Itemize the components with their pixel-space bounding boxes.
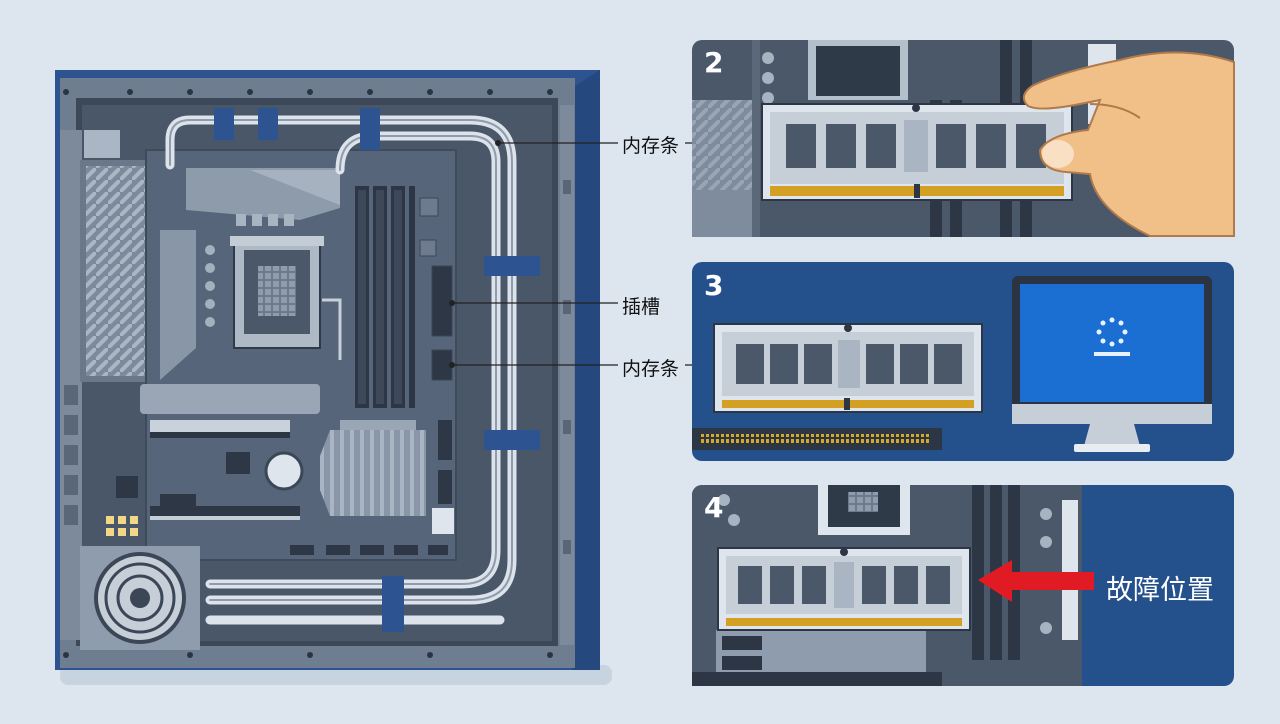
dimm-slots	[355, 186, 415, 408]
chipset-heatsink	[320, 420, 426, 516]
step-panel-2	[692, 40, 1235, 237]
panel-4-number: 4	[704, 491, 724, 524]
panel-2-number: 2	[704, 46, 724, 79]
pc-case	[55, 70, 612, 685]
memory-stick-panel-3	[713, 323, 983, 413]
monitor	[1012, 276, 1212, 452]
panel-3-number: 3	[704, 269, 724, 302]
step-panel-4	[692, 485, 1234, 686]
label-memory-stick-2: 内存条	[622, 358, 680, 380]
cpu-socket	[230, 236, 342, 360]
fault-location-label: 故障位置	[1106, 575, 1214, 606]
memory-stick-panel-2	[761, 103, 1073, 201]
power-supply	[80, 546, 200, 650]
label-slot: 插槽	[622, 296, 661, 318]
motherboard	[106, 149, 457, 561]
cables	[165, 115, 517, 625]
label-memory-stick-1: 内存条	[622, 135, 680, 157]
hand	[1022, 51, 1235, 237]
step-panel-3	[692, 262, 1234, 461]
fault-arrow	[978, 560, 1094, 602]
memory-stick-panel-4	[717, 547, 971, 631]
